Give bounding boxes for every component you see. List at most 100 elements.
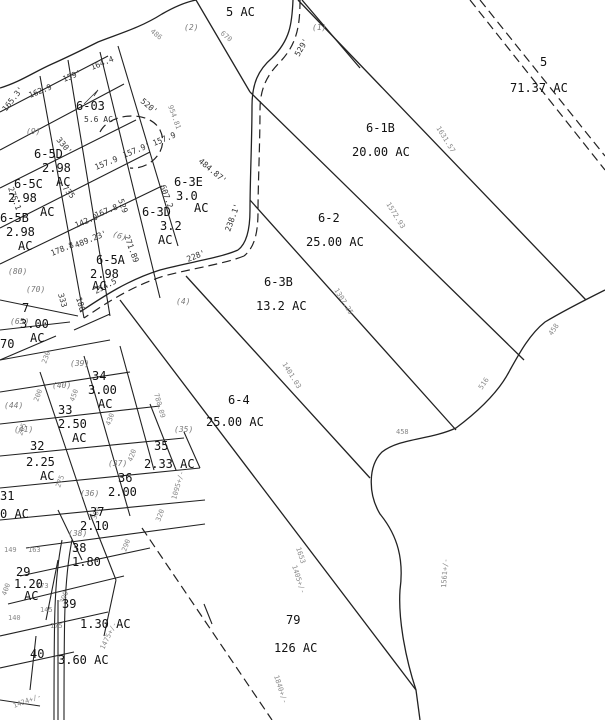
dim-458-a: 458 bbox=[547, 322, 561, 337]
dim-333: 333 bbox=[56, 292, 69, 309]
parcel-29-acres: 1.20 bbox=[14, 577, 43, 591]
parcel-6-2-id: 6-2 bbox=[318, 211, 340, 225]
parcel-7-acres: 3.00 bbox=[20, 317, 49, 331]
parcel-37-acres: 2.10 bbox=[80, 519, 109, 533]
parcel-6-3b-acres: 13.2 AC bbox=[256, 299, 307, 313]
parcel-6-4: 6-4 25.00 AC bbox=[206, 393, 264, 429]
dim-489: 489.23' bbox=[73, 229, 108, 250]
circled-65: (65) bbox=[10, 317, 29, 326]
parcel-32-unit: AC bbox=[40, 469, 54, 483]
parcel-6-5a-id: 6-5A bbox=[96, 253, 126, 267]
parcel-7-unit: AC bbox=[30, 331, 44, 345]
parcel-5: 5 71.37 AC bbox=[510, 55, 568, 95]
parcel-6-03: 6-03 5.6 AC bbox=[76, 99, 113, 124]
circled-70: (70) bbox=[26, 285, 45, 294]
circled-4: (4) bbox=[176, 297, 190, 306]
dim-275-b: 275 bbox=[54, 474, 66, 489]
dim-400: 400 bbox=[0, 582, 12, 597]
parcel-40: 40 3.60 AC bbox=[30, 647, 109, 667]
dim-1561: 1561+/- bbox=[440, 558, 450, 588]
circled-37: (37) bbox=[108, 459, 127, 468]
line-6-4 bbox=[185, 275, 371, 479]
parcel-79-id: 79 bbox=[286, 613, 300, 627]
circled-39: (39) bbox=[70, 359, 89, 368]
parcel-70-id: 70 bbox=[0, 337, 14, 351]
parcel-6-03-acres: 5.6 AC bbox=[84, 115, 113, 124]
parcel-6-5c: 6-5C 2.98 AC bbox=[8, 177, 54, 219]
parcel-39: 39 1.30 AC bbox=[62, 597, 131, 631]
parcel-6-3d-id: 6-3D bbox=[142, 205, 171, 219]
parcel-31-acres: 0 AC bbox=[0, 507, 29, 521]
parcel-6-5b: 6-5B 2.98 AC bbox=[0, 211, 35, 253]
dim-450: 450 bbox=[68, 388, 80, 403]
parcel-32-acres: 2.25 bbox=[26, 455, 55, 469]
parcel-6-03-id: 6-03 bbox=[76, 99, 105, 113]
lower-small-tick bbox=[203, 603, 213, 625]
parcel-37: 37 2.10 bbox=[80, 505, 109, 533]
parcel-39-acres: 1.30 AC bbox=[80, 617, 131, 631]
parcel-29-unit: AC bbox=[24, 589, 38, 603]
parcel-6-3e-unit: AC bbox=[194, 201, 208, 215]
parcel-31: 31 0 AC bbox=[0, 489, 29, 521]
parcel-38-acres: 1.80 bbox=[72, 555, 101, 569]
road-curve-lower-a bbox=[79, 249, 239, 313]
parcel-5ac-acres: 5 AC bbox=[226, 5, 255, 19]
parcel-6-5a: 6-5A 2.98 AC bbox=[90, 253, 126, 293]
dim-175: 175 bbox=[50, 622, 63, 630]
road-37-38 bbox=[53, 539, 73, 720]
dim-320: 320 bbox=[154, 508, 166, 523]
parcel-34-acres: 3.00 bbox=[88, 383, 117, 397]
dim-1840: 1840+/- bbox=[272, 674, 289, 705]
dim-180: 180 bbox=[74, 296, 87, 313]
dim-1405: 1405+/- bbox=[290, 564, 307, 595]
parcel-5-acres: 71.37 AC bbox=[510, 81, 568, 95]
parcel-33-unit: AC bbox=[72, 431, 86, 445]
dim-529: 529' bbox=[293, 37, 310, 58]
parcel-38-id: 38 bbox=[72, 541, 86, 555]
lot-5-dash-a bbox=[469, 0, 605, 171]
dim-520: 520' bbox=[139, 97, 160, 116]
parcel-6-5c-unit: AC bbox=[40, 205, 54, 219]
dim-486: 486 bbox=[149, 27, 164, 41]
parcel-6-5a-unit: AC bbox=[92, 279, 106, 293]
parcel-6-1b-acres: 20.00 AC bbox=[352, 145, 410, 159]
dim-1424: 1424+/- bbox=[12, 692, 42, 710]
parcel-34-id: 34 bbox=[92, 369, 106, 383]
circled-44: (44) bbox=[4, 401, 23, 410]
parcel-36-id: 36 bbox=[118, 471, 132, 485]
parcel-6-5b-unit: AC bbox=[18, 239, 32, 253]
dim-157-c: 157.9 bbox=[151, 130, 177, 147]
dim-458-b: 458 bbox=[396, 428, 409, 436]
dim-238: 238.1' bbox=[223, 202, 241, 232]
circled-40: (40) bbox=[52, 381, 71, 390]
parcel-33: 33 2.50 AC bbox=[58, 403, 87, 445]
arrow-6-03 bbox=[83, 89, 99, 105]
road-edge-a bbox=[237, 0, 294, 251]
dim-516: 516 bbox=[477, 376, 491, 391]
parcel-35-id: 35 bbox=[154, 439, 168, 453]
parcel-32-id: 32 bbox=[30, 439, 44, 453]
parcel-7-id: 7 bbox=[22, 301, 29, 315]
parcel-6-3e: 6-3E 3.0 AC bbox=[174, 175, 208, 215]
parcel-6-3d-acres: 3.2 bbox=[160, 219, 182, 233]
parcel-29: 29 1.20 AC bbox=[14, 565, 43, 603]
cul-de-sac bbox=[99, 115, 164, 169]
dim-163: 163 bbox=[28, 546, 41, 554]
lower-dash-diag bbox=[141, 527, 273, 720]
dim-1572: 1572.93 bbox=[384, 201, 406, 230]
parcel-6-3e-id: 6-3E bbox=[174, 175, 203, 189]
parcel-40-id: 40 bbox=[30, 647, 44, 661]
circled-35: (35) bbox=[174, 425, 193, 434]
parcel-70: 70 bbox=[0, 337, 14, 351]
circled-38: (38) bbox=[68, 529, 87, 538]
parcel-33-acres: 2.50 bbox=[58, 417, 87, 431]
parcel-6-1b: 6-1B 20.00 AC bbox=[352, 121, 410, 159]
parcel-6-5a-acres: 2.98 bbox=[90, 267, 119, 281]
road-curve-lower-b bbox=[83, 255, 245, 319]
dim-230: 230 bbox=[40, 350, 52, 365]
road-edge-b bbox=[243, 0, 301, 257]
dim-380: 380 bbox=[90, 506, 102, 521]
dim-178: 178.8 bbox=[49, 240, 75, 257]
dim-165: 165.3' bbox=[0, 85, 25, 113]
